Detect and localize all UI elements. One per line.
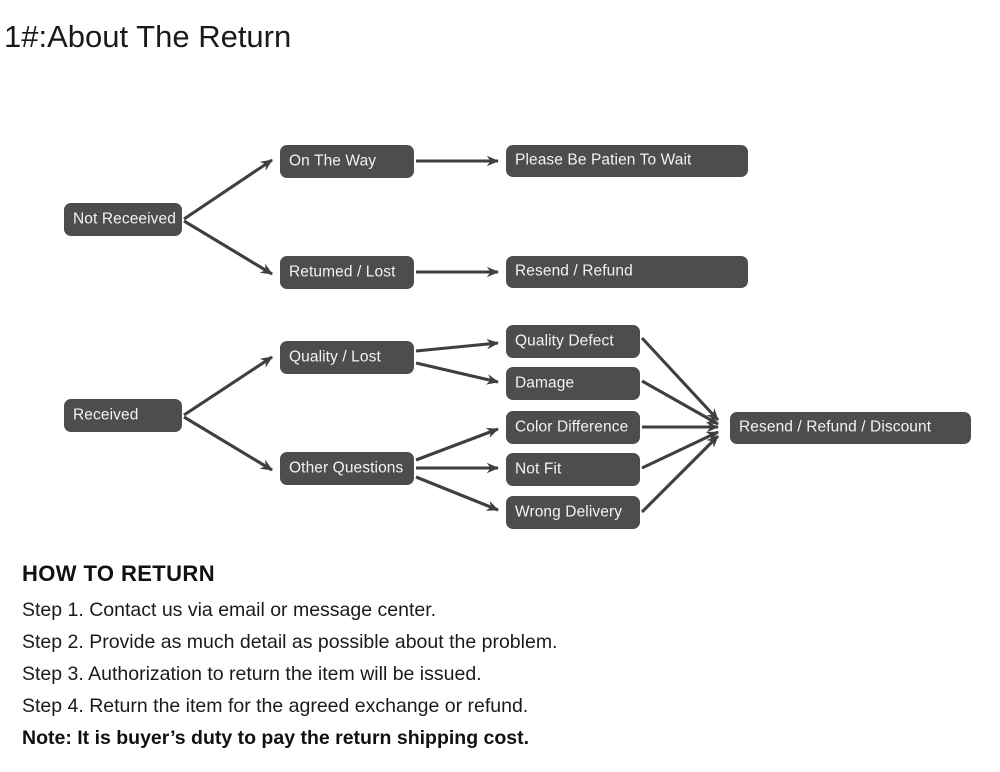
node-resend-refund-discount[interactable]: Resend / Refund / Discount [730, 412, 971, 444]
node-label: Not Receeived [73, 210, 176, 228]
node-label: Please Be Patien To Wait [515, 151, 692, 169]
node-received[interactable]: Received [64, 399, 182, 432]
node-label: Retumed / Lost [289, 263, 396, 281]
node-please-be-patient-to-wait[interactable]: Please Be Patien To Wait [506, 145, 748, 177]
node-quality-lost[interactable]: Quality / Lost [280, 341, 414, 374]
node-label: Resend / Refund / Discount [739, 418, 932, 436]
node-label: On The Way [289, 152, 377, 170]
node-label: Quality / Lost [289, 348, 381, 366]
node-label: Other Questions [289, 459, 404, 477]
how-to-return-step-1: Step 1. Contact us via email or message … [22, 598, 437, 621]
node-damage[interactable]: Damage [506, 367, 640, 400]
how-to-return-section: HOW TO RETURN Step 1. Contact us via ema… [22, 560, 822, 754]
node-other-questions[interactable]: Other Questions [280, 452, 414, 485]
node-returned-lost[interactable]: Retumed / Lost [280, 256, 414, 289]
node-not-fit[interactable]: Not Fit [506, 453, 640, 486]
node-label: Quality Defect [515, 332, 614, 350]
how-to-return-step-2: Step 2. Provide as much detail as possib… [22, 630, 558, 653]
page-title: 1#:About The Return [4, 19, 292, 54]
node-resend-refund[interactable]: Resend / Refund [506, 256, 748, 288]
flowchart-connectors [183, 155, 720, 514]
node-label: Damage [515, 374, 575, 392]
how-to-return-note: Note: It is buyer’s duty to pay the retu… [22, 727, 530, 750]
node-on-the-way[interactable]: On The Way [280, 145, 414, 178]
node-label: Wrong Delivery [515, 503, 623, 521]
node-wrong-delivery[interactable]: Wrong Delivery [506, 496, 640, 529]
node-color-difference[interactable]: Color Difference [506, 411, 640, 444]
node-label: Received [73, 406, 139, 424]
node-label: Color Difference [515, 418, 629, 436]
how-to-return-step-4: Step 4. Return the item for the agreed e… [22, 695, 529, 718]
node-label: Resend / Refund [515, 262, 633, 280]
how-to-return-step-3: Step 3. Authorization to return the item… [22, 662, 482, 685]
node-quality-defect[interactable]: Quality Defect [506, 325, 640, 358]
node-label: Not Fit [515, 460, 562, 478]
how-to-return-heading: HOW TO RETURN [22, 561, 216, 586]
node-not-received[interactable]: Not Receeived [64, 203, 182, 236]
